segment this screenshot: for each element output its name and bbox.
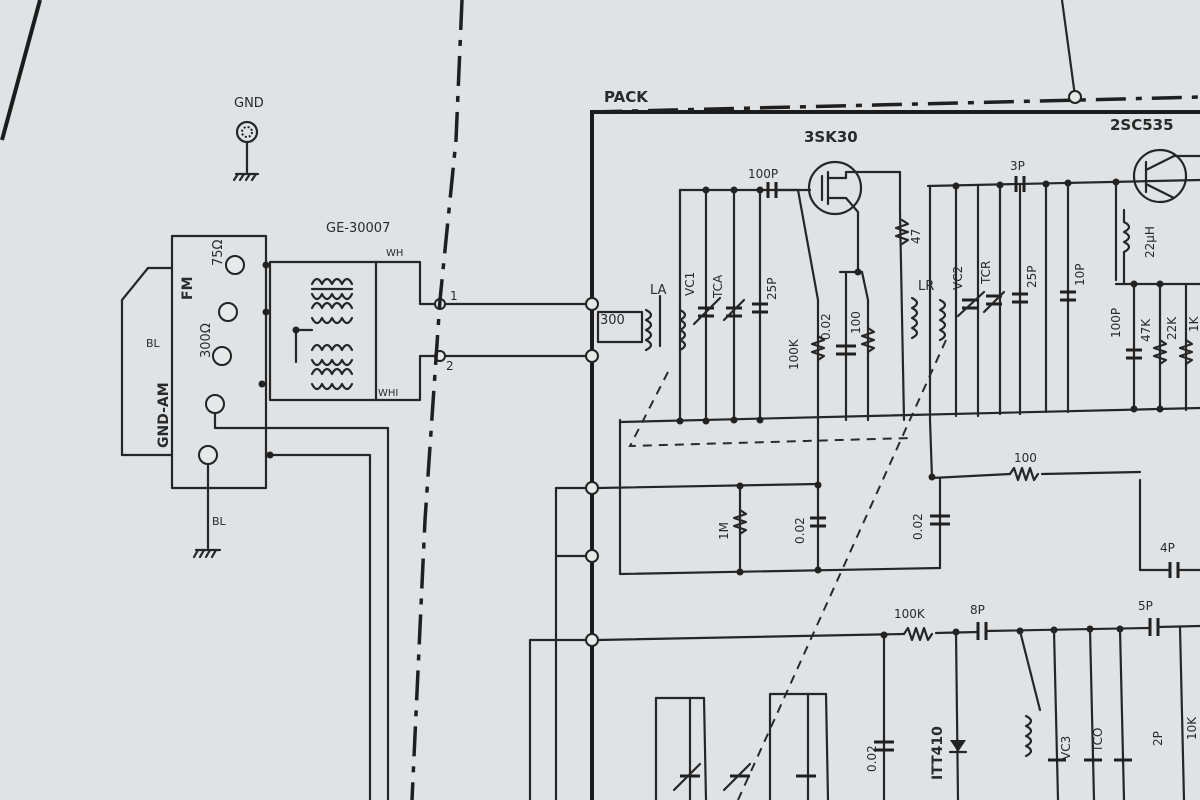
label-bl-bottom: BL: [212, 515, 227, 528]
label-100k-a: 100K: [787, 338, 801, 370]
label-tco: TCO: [1091, 728, 1105, 753]
label-100p-b: 100P: [1109, 308, 1123, 338]
label-22uh: 22μH: [1143, 226, 1157, 258]
label-fet: 3SK30: [804, 128, 858, 146]
label-pack: PACK: [604, 88, 649, 106]
label-la: LA: [650, 283, 667, 298]
label-diode: ITT410: [930, 726, 946, 780]
label-transistor: 2SC535: [1110, 116, 1174, 134]
label-10k: 10K: [1185, 716, 1199, 740]
label-1k: 1K: [1187, 315, 1200, 332]
rf-tuned-stage: [910, 176, 1200, 422]
label-100-a: 100: [849, 311, 863, 334]
label-1m: 1M: [717, 522, 731, 540]
label-bl-top: BL: [146, 337, 161, 350]
label-100-b: 100: [1014, 451, 1037, 465]
bias-network: [528, 418, 1142, 800]
gang-tuning-links: [628, 339, 947, 800]
balun-transformer: [258, 260, 378, 402]
label-whi: WHI: [378, 388, 398, 399]
label-002-d: 0.02: [865, 745, 879, 772]
label-transformer: GE-30007: [326, 221, 390, 236]
label-pin2: 2: [446, 359, 454, 373]
label-gnd: GND: [234, 96, 264, 111]
label-300-ohm: 300Ω: [199, 323, 214, 358]
label-vc1: VC1: [683, 272, 697, 296]
label-vc3: VC3: [1059, 736, 1073, 760]
label-10p: 10P: [1073, 263, 1087, 286]
label-300: 300: [600, 313, 625, 328]
label-vc2: VC2: [951, 266, 965, 290]
antenna-terminal-block: [120, 234, 268, 490]
input-stage: [585, 186, 1200, 425]
label-3p: 3P: [1010, 159, 1025, 173]
pack-enclosure: [590, 90, 1200, 800]
label-47k: 47K: [1139, 318, 1153, 342]
label-tcr: TCR: [979, 261, 993, 285]
label-100k-b: 100K: [894, 607, 926, 621]
gnd-terminal: [232, 120, 260, 182]
label-002-a: 0.02: [819, 313, 833, 340]
label-gnd-am: GND-AM: [156, 382, 172, 448]
label-75-ohm: 75Ω: [211, 239, 226, 266]
label-5p: 5P: [1138, 599, 1153, 613]
label-47: 47: [909, 229, 923, 244]
feeder-wires: [192, 260, 594, 800]
component-labels: GND GE-30007 PACK 3SK30 2SC535 BL BL FM …: [146, 88, 1200, 780]
label-25p-b: 25P: [1025, 265, 1039, 288]
label-002-c: 0.02: [911, 513, 925, 540]
label-100p-top: 100P: [748, 167, 778, 181]
label-002-b: 0.02: [793, 517, 807, 544]
label-4p: 4P: [1160, 541, 1175, 555]
label-22k: 22K: [1165, 316, 1179, 340]
label-25p-a: 25P: [765, 277, 779, 300]
sheet-border: [0, 0, 1077, 141]
label-wh: WH: [386, 248, 403, 259]
chassis-boundary: [410, 0, 464, 800]
label-2p: 2P: [1151, 731, 1165, 746]
mixer-transistor: [1114, 148, 1200, 578]
label-8p: 8P: [970, 603, 985, 617]
label-fm: FM: [180, 277, 196, 301]
label-lr: LR: [918, 279, 934, 294]
label-tca: TCA: [711, 274, 725, 299]
oscillator-stage: [596, 618, 1200, 800]
label-pin1: 1: [450, 289, 458, 303]
